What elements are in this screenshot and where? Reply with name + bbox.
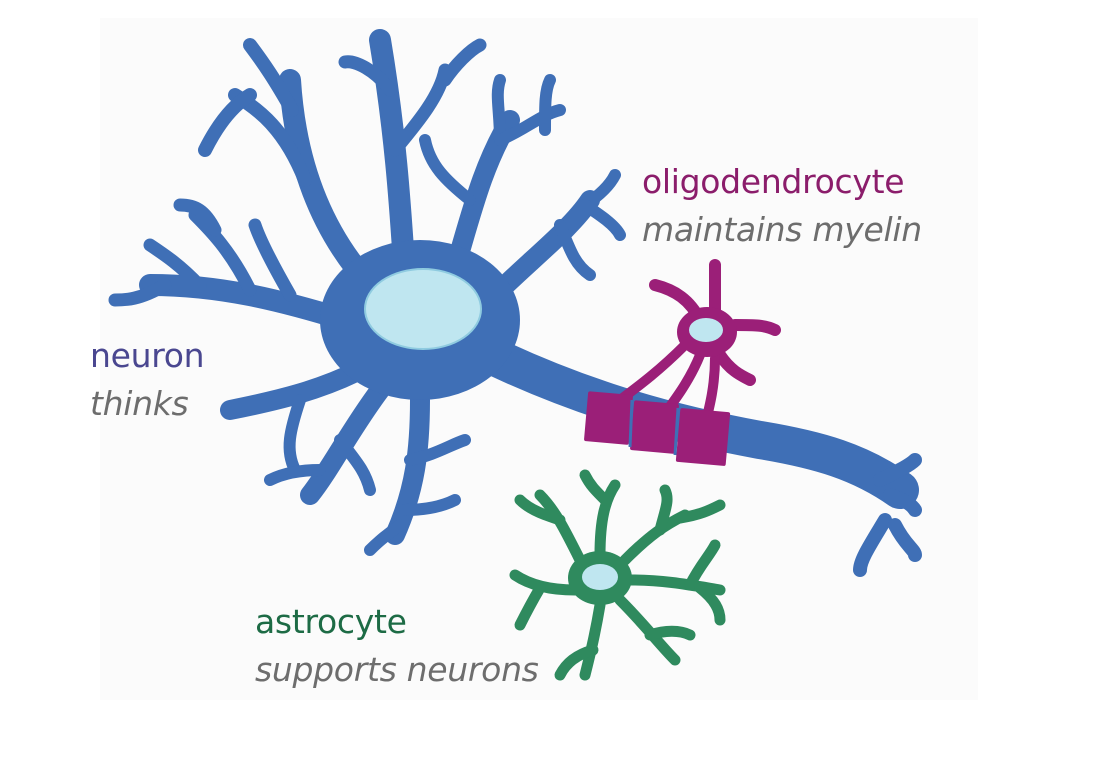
oligodendrocyte-role-label: maintains myelin bbox=[642, 210, 922, 249]
astrocyte-cell-icon bbox=[509, 469, 726, 681]
neuron-nucleus bbox=[364, 268, 482, 350]
astrocyte-role-label: supports neurons bbox=[255, 650, 539, 689]
oligodendrocyte-cell-icon bbox=[584, 259, 781, 466]
neuron-name-label: neuron bbox=[90, 336, 205, 375]
oligodendrocyte-name-label: oligodendrocyte bbox=[642, 162, 905, 201]
neuron-role-label: thinks bbox=[90, 384, 189, 423]
astrocyte-name-label: astrocyte bbox=[255, 602, 407, 641]
myelin-sheaths bbox=[584, 391, 731, 466]
